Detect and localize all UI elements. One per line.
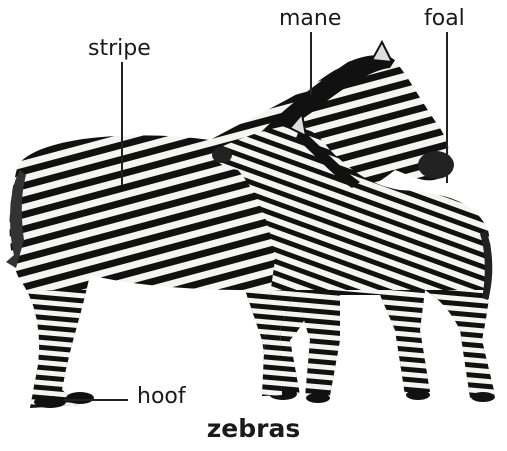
diagram-caption: zebras xyxy=(0,416,507,441)
mane-label: mane xyxy=(279,8,341,30)
stripe-label: stripe xyxy=(88,38,151,60)
hoof-label: hoof xyxy=(137,386,186,408)
foal-label: foal xyxy=(424,8,465,30)
